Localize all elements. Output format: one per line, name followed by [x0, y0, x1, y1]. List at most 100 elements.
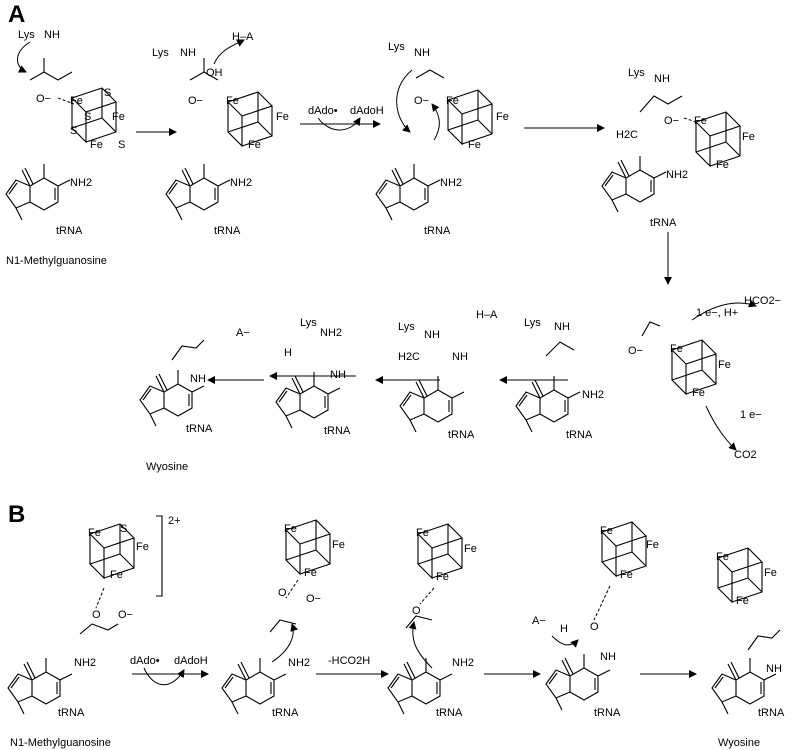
- label-wyosine-a: Wyosine: [146, 461, 188, 473]
- svg-text:S: S: [84, 111, 91, 123]
- svg-text:tRNA: tRNA: [594, 707, 621, 719]
- svg-text:Fe: Fe: [716, 159, 729, 171]
- svg-text:Fe: Fe: [694, 115, 707, 127]
- svg-text:NH: NH: [600, 651, 616, 663]
- svg-text:dAdo•: dAdo•: [130, 655, 160, 667]
- svg-text:NH2: NH2: [288, 657, 310, 669]
- svg-text:1 e−, H+: 1 e−, H+: [696, 307, 738, 319]
- dado-radical-label: dAdo•: [308, 105, 338, 117]
- svg-text:NH: NH: [554, 321, 570, 333]
- structure-a2: Lys NH OH H–A O− Fe Fe Fe tRNA NH2: [152, 31, 289, 237]
- svg-text:Fe: Fe: [718, 359, 731, 371]
- svg-text:OH: OH: [206, 67, 223, 79]
- svg-text:S: S: [70, 125, 77, 137]
- svg-text:Fe: Fe: [332, 539, 345, 551]
- svg-text:tRNA: tRNA: [324, 425, 351, 437]
- svg-text:O−: O−: [36, 93, 51, 105]
- svg-text:tRNA: tRNA: [424, 225, 451, 237]
- svg-text:Lys: Lys: [18, 29, 35, 41]
- svg-text:NH: NH: [44, 29, 60, 41]
- svg-text:tRNA: tRNA: [56, 225, 83, 237]
- svg-text:tRNA: tRNA: [436, 707, 463, 719]
- structure-b1: Fe S Fe Fe 2+ O O− tRNA NH2: [7, 515, 181, 719]
- svg-text:O: O: [590, 621, 599, 633]
- svg-text:S: S: [104, 87, 111, 99]
- structure-a7: Lys NH H–A H2C NH tRNA: [398, 309, 498, 441]
- svg-text:NH: NH: [330, 369, 346, 381]
- svg-text:O: O: [92, 609, 101, 621]
- svg-text:A−: A−: [532, 615, 546, 627]
- svg-text:Fe: Fe: [136, 541, 149, 553]
- svg-text:S: S: [118, 139, 125, 151]
- svg-text:Lys: Lys: [524, 317, 541, 329]
- structure-a3: Lys NH O− Fe Fe Fe tRNA NH2: [375, 41, 509, 237]
- svg-text:NH: NH: [190, 373, 206, 385]
- structure-b3: Fe Fe Fe O tRNA NH2: [387, 523, 477, 719]
- svg-text:H2C: H2C: [616, 129, 638, 141]
- svg-text:Fe: Fe: [70, 95, 83, 107]
- svg-text:tRNA: tRNA: [650, 217, 677, 229]
- svg-text:O−: O−: [306, 593, 321, 605]
- panel-label-b: B: [8, 501, 25, 528]
- svg-text:NH: NH: [180, 47, 196, 59]
- svg-text:H–A: H–A: [232, 31, 254, 43]
- label-n1-methylguanosine-b: N1-Methylguanosine: [10, 737, 111, 749]
- svg-text:Fe: Fe: [464, 543, 477, 555]
- svg-text:O−: O−: [664, 115, 679, 127]
- svg-text:NH2: NH2: [70, 177, 92, 189]
- svg-text:NH: NH: [654, 73, 670, 85]
- structure-b2: Fe Fe Fe O O− tRNA NH2: [221, 519, 345, 719]
- svg-text:Fe: Fe: [736, 595, 749, 607]
- svg-text:2+: 2+: [168, 515, 181, 527]
- svg-text:tRNA: tRNA: [758, 707, 785, 719]
- svg-text:Lys: Lys: [300, 317, 317, 329]
- structure-a1: Lys NH O− Fe S Fe S Fe S S tRNA NH2: [5, 29, 125, 237]
- dadoh-label: dAdoH: [350, 105, 384, 117]
- svg-text:Fe: Fe: [416, 527, 429, 539]
- svg-text:Fe: Fe: [248, 139, 261, 151]
- svg-text:S: S: [120, 523, 127, 535]
- svg-text:tRNA: tRNA: [186, 423, 213, 435]
- svg-text:Fe: Fe: [646, 539, 659, 551]
- svg-text:O: O: [412, 605, 421, 617]
- svg-text:H2C: H2C: [398, 351, 420, 363]
- svg-text:Fe: Fe: [468, 139, 481, 151]
- svg-text:1 e−: 1 e−: [740, 409, 762, 421]
- svg-text:NH2: NH2: [582, 389, 604, 401]
- structure-a4: Lys NH O− Fe Fe Fe H2C tRNA NH2: [601, 67, 755, 229]
- svg-text:NH2: NH2: [666, 169, 688, 181]
- svg-text:Fe: Fe: [446, 95, 459, 107]
- svg-text:O−: O−: [118, 609, 133, 621]
- svg-text:Lys: Lys: [388, 41, 405, 53]
- svg-text:tRNA: tRNA: [272, 707, 299, 719]
- svg-text:Lys: Lys: [398, 321, 415, 333]
- svg-text:Fe: Fe: [692, 387, 705, 399]
- svg-text:O−: O−: [628, 345, 643, 357]
- svg-text:NH: NH: [452, 351, 468, 363]
- co2-label: CO2: [734, 449, 757, 461]
- svg-text:Fe: Fe: [88, 527, 101, 539]
- svg-text:Fe: Fe: [112, 111, 125, 123]
- structure-a6: Lys NH tRNA NH2: [515, 317, 604, 441]
- panel-label-a: A: [8, 1, 25, 28]
- svg-text:H–A: H–A: [476, 309, 498, 321]
- svg-text:Lys: Lys: [152, 47, 169, 59]
- svg-text:tRNA: tRNA: [214, 225, 241, 237]
- svg-text:tRNA: tRNA: [566, 429, 593, 441]
- svg-text:Fe: Fe: [110, 569, 123, 581]
- svg-text:NH: NH: [424, 329, 440, 341]
- structure-b6-wyosine: NH tRNA: [711, 629, 785, 719]
- svg-text:O−: O−: [188, 95, 203, 107]
- svg-text:NH: NH: [766, 663, 782, 675]
- svg-text:H: H: [284, 347, 292, 359]
- svg-text:tRNA: tRNA: [448, 429, 475, 441]
- label-wyosine-b: Wyosine: [718, 737, 760, 749]
- svg-text:dAdoH: dAdoH: [174, 655, 208, 667]
- svg-text:Fe: Fe: [90, 139, 103, 151]
- svg-text:NH: NH: [414, 47, 430, 59]
- svg-text:Lys: Lys: [628, 67, 645, 79]
- label-n1-methylguanosine-a: N1-Methylguanosine: [6, 255, 107, 267]
- svg-text:Fe: Fe: [304, 567, 317, 579]
- svg-text:Fe: Fe: [276, 111, 289, 123]
